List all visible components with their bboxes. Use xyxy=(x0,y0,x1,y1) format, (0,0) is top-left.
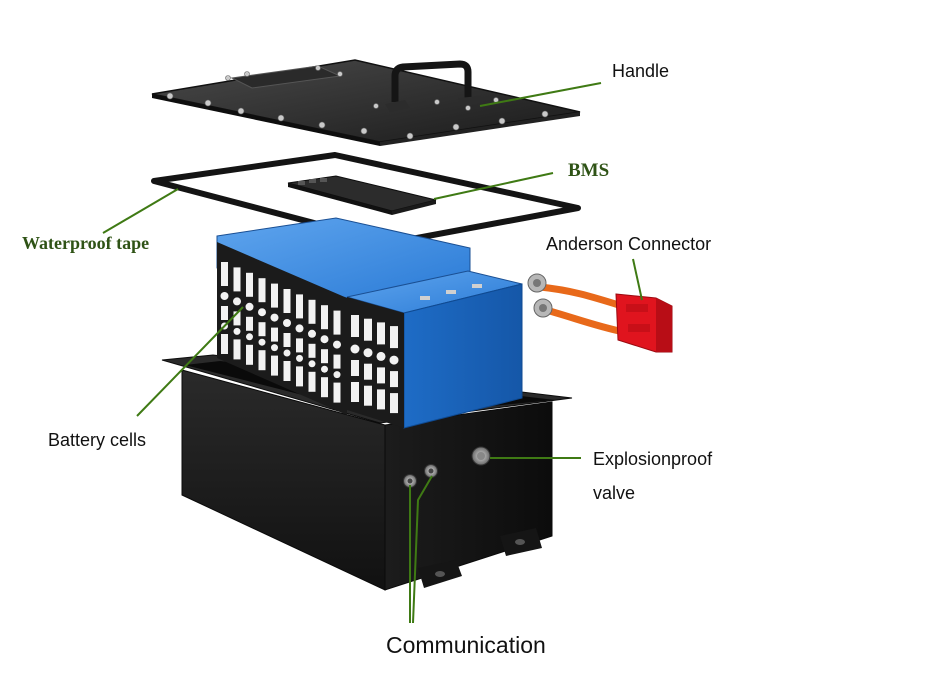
cell-tab xyxy=(283,289,291,313)
lid xyxy=(151,59,581,146)
cell-hole xyxy=(296,354,303,362)
cell-tab xyxy=(258,322,266,337)
cell-hole xyxy=(333,371,341,379)
cell-tab xyxy=(283,361,291,381)
cell-tab xyxy=(321,377,328,398)
cell-hole xyxy=(320,335,329,344)
cell-hole xyxy=(258,308,266,317)
cell-tab xyxy=(283,333,291,347)
cell-tab xyxy=(246,272,253,297)
cell-hole xyxy=(233,297,241,306)
cell-tab xyxy=(321,349,328,364)
cell-hole xyxy=(220,292,229,300)
cell-hole xyxy=(308,360,316,368)
battery-cells-left-block xyxy=(216,217,471,415)
cell-tab xyxy=(296,294,303,319)
label-valve: valve xyxy=(593,483,636,503)
cell-tab xyxy=(321,305,328,330)
cell-tab xyxy=(233,339,241,360)
battery-cells-right-block xyxy=(346,270,523,429)
cell-hole xyxy=(271,344,278,352)
label-battery-cells: Battery cells xyxy=(48,430,147,450)
cell-tab xyxy=(258,278,266,303)
label-anderson-connector: Anderson Connector xyxy=(546,234,712,254)
cell-tab xyxy=(333,382,341,403)
label-handle: Handle xyxy=(612,61,670,81)
cell-hole xyxy=(245,302,254,311)
cell-tab xyxy=(221,334,228,354)
cell-tab xyxy=(351,382,359,402)
label-bms: BMS xyxy=(568,160,610,181)
cell-hole xyxy=(246,333,253,341)
cell-hole xyxy=(270,313,279,322)
cell-tab xyxy=(351,315,359,337)
anderson-connector-assembly xyxy=(527,273,673,353)
cell-hole xyxy=(376,351,386,361)
leader-lines xyxy=(102,82,643,624)
cell-tab xyxy=(271,327,278,342)
handle-part xyxy=(391,60,472,102)
cell-tab xyxy=(333,310,341,335)
cell-hole xyxy=(308,329,316,338)
cell-tab xyxy=(221,262,228,286)
cell-tab xyxy=(308,371,316,392)
bms-module xyxy=(287,175,437,215)
cell-hole xyxy=(321,365,328,373)
cell-tab xyxy=(390,326,398,349)
cell-hole xyxy=(333,340,341,349)
cell-tab xyxy=(296,366,303,387)
cell-hole xyxy=(350,344,360,354)
cell-hole xyxy=(258,338,266,346)
label-explosionproof: Explosionproof xyxy=(593,449,713,469)
cell-hole xyxy=(295,324,304,333)
cell-tab xyxy=(377,322,385,345)
cell-tab xyxy=(246,344,253,365)
cell-tab xyxy=(258,350,266,371)
cell-tab xyxy=(364,385,372,406)
cell-tab xyxy=(296,338,303,353)
cell-tab xyxy=(308,299,316,324)
cell-tab xyxy=(246,316,253,331)
cell-tab xyxy=(221,306,228,320)
cell-tab xyxy=(308,343,316,358)
cell-tab xyxy=(377,367,385,384)
label-waterproof-tape: Waterproof tape xyxy=(22,233,150,253)
cell-tab xyxy=(377,389,385,410)
leader-line-communication-2 xyxy=(412,475,433,624)
cell-hole xyxy=(283,349,291,357)
cell-tab xyxy=(271,283,278,308)
leader-line-bms xyxy=(433,172,554,200)
cell-hole xyxy=(233,327,241,335)
cell-tab xyxy=(233,311,241,326)
cell-tab xyxy=(233,267,241,292)
cell-tab xyxy=(390,371,398,388)
cell-tab xyxy=(364,363,372,380)
cell-tab xyxy=(271,355,278,376)
leader-line-anderson xyxy=(632,258,643,301)
cell-tab xyxy=(364,318,372,341)
cell-tab xyxy=(351,360,359,376)
cell-tab xyxy=(333,354,341,369)
cell-tab xyxy=(390,393,398,414)
cell-hole xyxy=(283,319,291,327)
leader-line-battery-cells xyxy=(136,306,244,417)
cell-hole xyxy=(389,355,399,365)
label-communication: Communication xyxy=(386,632,546,658)
cell-hole xyxy=(363,348,373,358)
leader-line-handle xyxy=(479,82,602,107)
leader-line-waterproof-tape xyxy=(102,188,179,234)
